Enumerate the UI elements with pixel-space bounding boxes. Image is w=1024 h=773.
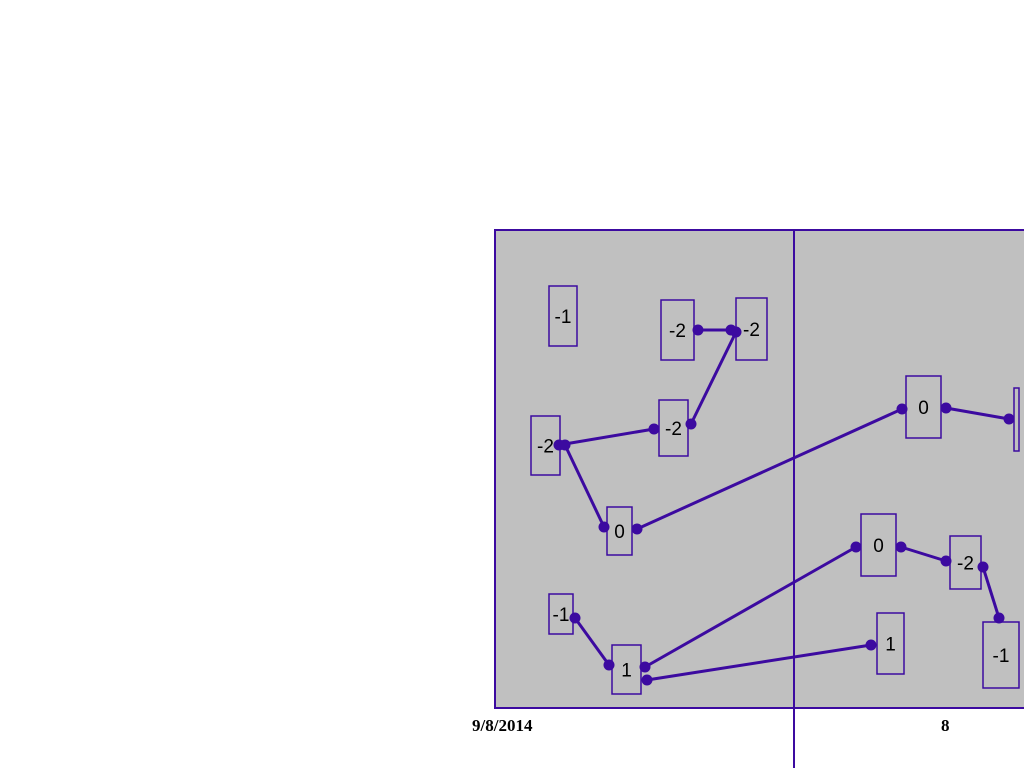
node-label-n12: -2	[957, 554, 974, 575]
node-label-n1: -1	[555, 307, 572, 328]
edge-n5-n4	[558, 427, 655, 447]
port-n11	[850, 541, 862, 553]
edge-n12-n13	[981, 566, 1001, 619]
node-label-n4: -2	[537, 437, 554, 458]
edge-n3-n5	[689, 331, 738, 425]
node-label-n5: -2	[665, 419, 682, 440]
node-box-n8	[1013, 387, 1020, 452]
node-label-n6: 0	[614, 522, 625, 543]
node-label-n10: 1	[621, 661, 632, 682]
port-n5	[648, 423, 660, 435]
footer-page-number: 8	[941, 716, 950, 735]
edge-n9-n10	[573, 617, 611, 666]
port-n6	[631, 523, 643, 535]
node-label-n11: 0	[873, 536, 884, 557]
port-n10	[639, 661, 651, 673]
node-label-n9: -1	[553, 605, 570, 626]
node-label-n14: 1	[885, 635, 896, 656]
nodes-layer: -1 -2 -2 -2 -2 0 0 -1 1 0 -2 -1 1	[530, 285, 1020, 695]
footer-date: 9/8/2014	[472, 716, 533, 735]
port-n5	[685, 418, 697, 430]
port-n2	[692, 324, 704, 336]
port-n12	[977, 561, 989, 573]
node-label-n7: 0	[918, 398, 929, 419]
port-n12	[940, 555, 952, 567]
port-n14	[865, 639, 877, 651]
edge-n10-n14	[646, 643, 872, 682]
port-n10	[603, 659, 615, 671]
port-n13	[993, 612, 1005, 624]
node-box-n12	[949, 535, 982, 590]
port-n11	[895, 541, 907, 553]
node-box-n2	[660, 299, 695, 361]
port-n8	[1003, 413, 1015, 425]
edge-n4-n6	[563, 444, 606, 528]
port-n7	[940, 402, 952, 414]
node-box-n7	[905, 375, 942, 439]
port-n3	[730, 326, 742, 338]
edge-n7-n8	[945, 406, 1010, 421]
port-n10	[641, 674, 653, 686]
edge-n6-n7	[636, 407, 903, 531]
node-label-n2: -2	[669, 321, 686, 342]
node-label-n13: -1	[993, 646, 1010, 667]
port-n4	[559, 439, 571, 451]
port-n7	[896, 403, 908, 415]
port-n9	[569, 612, 581, 624]
node-box-n3	[735, 297, 768, 361]
node-box-n13	[982, 621, 1020, 689]
node-box-n14	[876, 612, 905, 675]
node-box-n1	[548, 285, 578, 347]
edge-n11-n12	[900, 545, 947, 563]
ports-layer	[553, 324, 1015, 686]
node-label-n3: -2	[743, 320, 760, 341]
port-n6	[598, 521, 610, 533]
edge-n10-n11	[644, 545, 857, 669]
